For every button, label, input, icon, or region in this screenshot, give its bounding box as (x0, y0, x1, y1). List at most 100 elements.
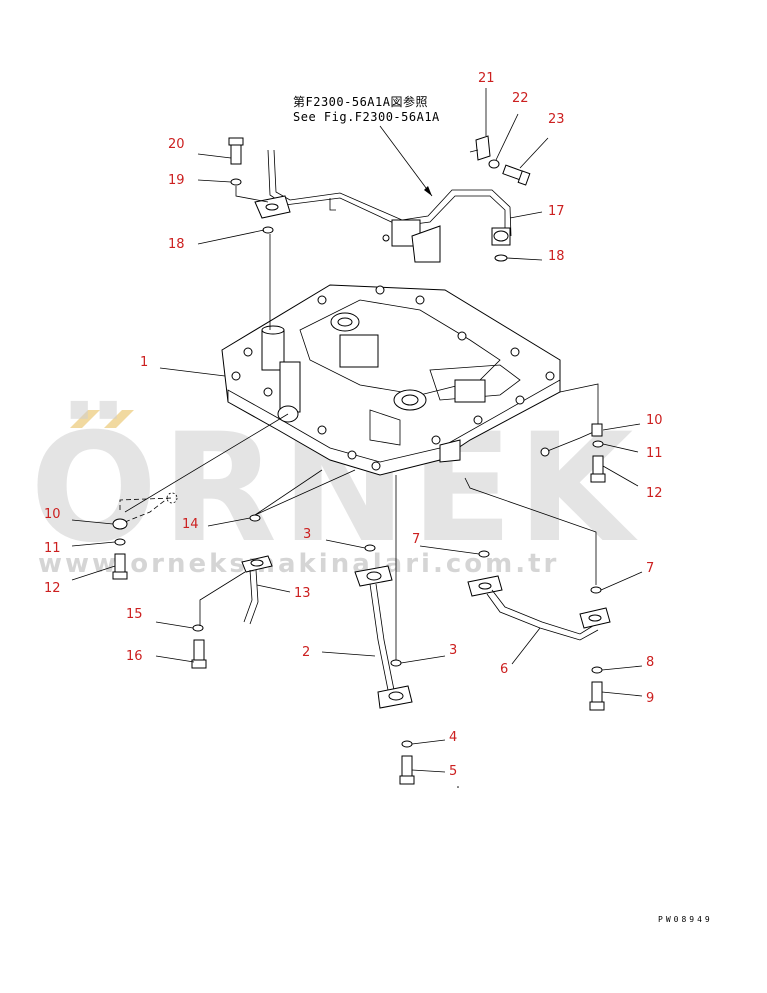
pipe-2-body (369, 583, 389, 691)
leader-11-right (602, 443, 639, 453)
bolt-12-left-head (112, 571, 128, 580)
valve-body-bolt-holes (231, 285, 555, 471)
callout-17: 17 (548, 204, 565, 219)
right-pipe-fitting (591, 423, 603, 437)
callout-9: 9 (646, 691, 654, 706)
clip-21-tab (469, 149, 479, 153)
right-pipe-assembly (540, 383, 606, 483)
leader-7-left (419, 545, 480, 555)
valve-body-front-block (369, 409, 401, 446)
leader-11-left (71, 541, 116, 547)
leader-2 (321, 651, 376, 657)
pipe-6-flange-left-hole (478, 582, 492, 590)
upper-pipe-flange-hole (265, 203, 279, 211)
washer-4 (401, 740, 413, 748)
bolt-hole (375, 285, 385, 295)
leader-18-left (197, 229, 265, 245)
callout-3-lower: 3 (449, 643, 457, 658)
callout-12-right: 12 (646, 486, 663, 501)
leader-1 (159, 367, 226, 377)
pipe-2-flange-upper-hole (366, 571, 382, 581)
upper-pipe-outer (267, 149, 506, 236)
pipe-13-leader (199, 571, 246, 626)
callout-3-upper: 3 (303, 527, 311, 542)
bolt-9-head (589, 701, 605, 711)
callout-12-left: 12 (44, 581, 61, 596)
valve-body-right-block (454, 379, 486, 403)
clip-21 (475, 135, 491, 161)
leader-10-left (71, 519, 114, 525)
oring-18-left (262, 226, 274, 234)
bolt-23-head (517, 170, 531, 186)
bolt-hole (473, 415, 483, 425)
washer-19-leader (235, 186, 269, 203)
washer-15 (192, 624, 204, 632)
right-pipe-end (540, 447, 550, 457)
left-pipe-fitting (112, 518, 128, 530)
oring-14-leader (254, 469, 323, 516)
bolt-hole (545, 371, 555, 381)
bolt-hole (317, 425, 327, 435)
bolt-16-head (191, 659, 207, 669)
washer-11-right (592, 440, 604, 448)
upper-pipe-end-ring (493, 230, 509, 242)
pipe-13-body (243, 569, 253, 623)
pipe-6-leader (464, 477, 597, 585)
leader-22 (495, 113, 519, 161)
leader-15 (155, 621, 194, 629)
callout-13: 13 (294, 586, 311, 601)
leader-8 (601, 665, 643, 671)
bolt-hole (231, 371, 241, 381)
bolt-9 (591, 681, 603, 705)
leader-20 (197, 153, 232, 159)
leader-19 (197, 179, 232, 183)
callout-7-right: 7 (646, 561, 654, 576)
callout-21: 21 (478, 71, 495, 86)
centerline-left-pipe (119, 497, 173, 510)
leader-12-left (71, 565, 116, 581)
note-japanese: 第F2300-56A1A図参照 (293, 94, 428, 109)
callout-22: 22 (512, 91, 529, 106)
bolt-hole (457, 331, 467, 341)
callout-18-left: 18 (168, 237, 185, 252)
stray-dot (457, 786, 459, 788)
valve-body-center-block (339, 334, 379, 368)
drawing-code: PW08949 (658, 915, 713, 924)
oring-3-upper (364, 544, 376, 552)
right-pipe-leader (559, 383, 599, 424)
oring-7-right (590, 586, 602, 594)
leader-6 (511, 627, 541, 665)
bolt-hole (263, 387, 273, 397)
valve-body-upper-plate (299, 299, 501, 396)
callout-5: 5 (449, 764, 457, 779)
reference-note: 第F2300-56A1A図参照 See Fig.F2300-56A1A (293, 94, 440, 197)
bolt-hole (515, 395, 525, 405)
left-pipe-hidden (124, 497, 169, 523)
pipe-2-assembly (354, 475, 415, 785)
bolt-5-head (399, 775, 415, 785)
bolt-hole (347, 450, 357, 460)
oring-18-right (494, 254, 508, 262)
upper-pipe-assembly (254, 149, 512, 263)
top-right-hardware (469, 135, 531, 262)
callout-leaders (71, 88, 643, 773)
pipe-13-body-inner (249, 569, 259, 625)
callout-23: 23 (548, 112, 565, 127)
upper-pipe-clip (329, 198, 336, 211)
leader-14 (207, 517, 251, 527)
callout-18-right: 18 (548, 249, 565, 264)
leader-5 (411, 769, 446, 773)
valve-body-port-front-inner (401, 394, 419, 406)
bolt-hole (243, 347, 253, 357)
callout-2: 2 (302, 645, 310, 660)
bolt-hole (317, 295, 327, 305)
valve-body-right-plate (429, 364, 521, 401)
bolt-hole (510, 347, 520, 357)
bolt-16 (193, 639, 205, 663)
bolt-12-right (592, 455, 604, 477)
leader-18-right (506, 257, 543, 261)
leader-3-lower (400, 655, 446, 664)
left-pipe-end (166, 492, 178, 504)
washer-22 (488, 159, 500, 169)
leader-17 (509, 211, 543, 219)
